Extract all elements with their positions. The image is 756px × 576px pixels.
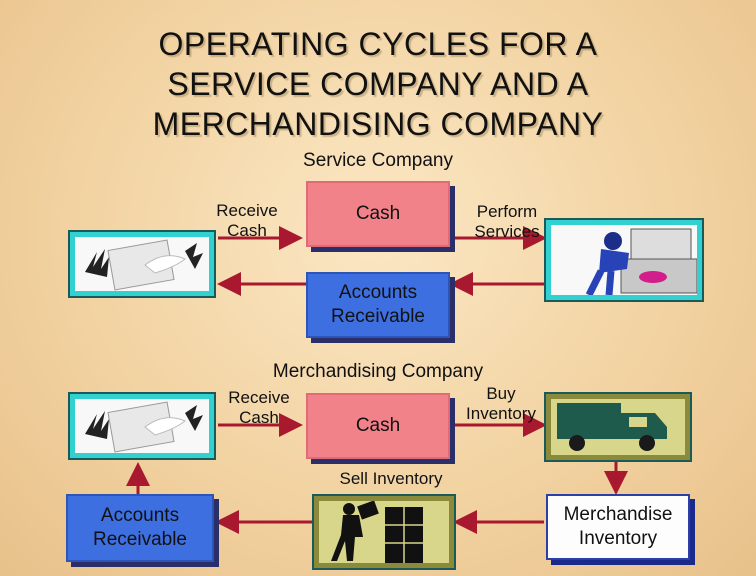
merch-ar-box: Accounts Receivable xyxy=(66,494,214,562)
title-line-3: MERCHANDISING COMPANY xyxy=(152,106,604,142)
buy-inventory-label: Buy Inventory xyxy=(466,384,536,423)
service-ar-box: Accounts Receivable xyxy=(306,272,450,338)
title-line-1: OPERATING CYCLES FOR A xyxy=(158,26,598,62)
sell-inventory-label: Sell Inventory xyxy=(339,469,443,488)
merch-heading: Merchandising Company xyxy=(272,361,484,382)
service-heading: Service Company xyxy=(303,150,453,171)
merchandise-inventory-box: Merchandise Inventory xyxy=(546,494,690,560)
sell-picture xyxy=(312,494,456,570)
merch-cash-box: Cash xyxy=(306,393,450,459)
perform-services-label: Perform Services xyxy=(474,202,540,241)
merch-customer-picture xyxy=(68,392,216,460)
service-cash-box: Cash xyxy=(306,181,450,247)
title-line-2: SERVICE COMPANY AND A xyxy=(167,66,589,102)
page-title: OPERATING CYCLES FOR A SERVICE COMPANY A… xyxy=(0,24,756,144)
worker-lifting-box-icon xyxy=(331,501,423,563)
supplier-picture xyxy=(544,392,692,462)
service-customer-picture xyxy=(68,230,216,298)
winged-envelope-icon xyxy=(85,401,203,453)
merch-receive-cash-label: Receive Cash xyxy=(228,388,290,427)
mechanic-icon xyxy=(585,228,697,295)
winged-envelope-icon xyxy=(85,239,203,291)
service-receive-cash-label: Receive Cash xyxy=(216,201,278,240)
delivery-truck-icon xyxy=(557,403,667,451)
service-provider-picture xyxy=(544,218,704,302)
